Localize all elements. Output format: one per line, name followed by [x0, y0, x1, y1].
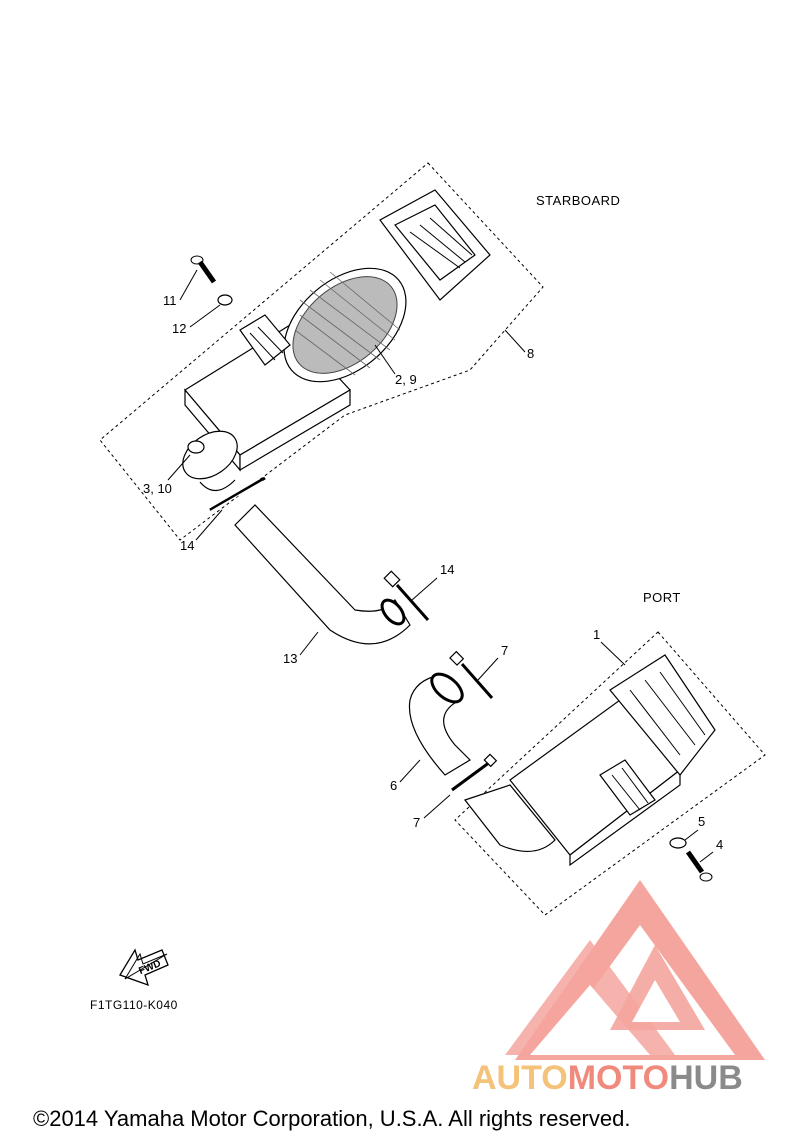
- port-inlet: [464, 784, 556, 852]
- rod-7-lower: [451, 753, 498, 792]
- watermark-hub: HUB: [669, 1059, 743, 1097]
- leader-4: [699, 851, 714, 863]
- fwd-arrow-icon: [119, 948, 169, 987]
- leader-14-lower: [411, 577, 438, 601]
- callout-7-upper: 7: [501, 643, 508, 658]
- callout-14-lower: 14: [440, 562, 454, 577]
- callout-14-upper: 14: [180, 538, 194, 553]
- callout-6: 6: [390, 778, 397, 793]
- leader-8: [504, 329, 526, 353]
- copyright-text: ©2014 Yamaha Motor Corporation, U.S.A. A…: [33, 1106, 630, 1131]
- callout-2-9: 2, 9: [395, 372, 417, 387]
- port-bracket: [599, 759, 656, 816]
- callout-11: 11: [163, 293, 177, 308]
- washer-5: [669, 837, 687, 849]
- callout-5: 5: [698, 814, 705, 829]
- port-assembly-boundary: [454, 631, 766, 916]
- leader-7-upper: [477, 657, 499, 681]
- callout-3-10: 3, 10: [143, 481, 172, 496]
- watermark-logo: [505, 880, 765, 1060]
- duct-13: [234, 504, 411, 645]
- leader-13: [299, 631, 319, 656]
- leader-1: [600, 641, 626, 666]
- callout-1: 1: [593, 627, 600, 642]
- callout-13: 13: [283, 651, 297, 666]
- bolt-4: [685, 850, 713, 882]
- callout-7-lower: 7: [413, 815, 420, 830]
- leader-2-9: [374, 344, 396, 375]
- callout-12: 12: [172, 321, 186, 336]
- starboard-end-cap: [379, 189, 491, 301]
- leader-7-lower: [423, 794, 451, 819]
- watermark-auto: AUTO: [472, 1059, 568, 1097]
- starboard-assembly-boundary: [99, 162, 544, 541]
- rod-14-upper: [209, 476, 266, 512]
- watermark-moto: MOTO: [568, 1059, 669, 1097]
- callout-8: 8: [527, 346, 534, 361]
- bolt-11: [190, 255, 217, 284]
- leader-3-10: [167, 454, 191, 481]
- elbow-6: [408, 672, 471, 776]
- callout-4: 4: [716, 837, 723, 852]
- watermark-text: AUTOMOTOHUB: [472, 1059, 743, 1097]
- starboard-inlet: [182, 430, 238, 492]
- leader-5: [684, 829, 699, 841]
- label-starboard: STARBOARD: [536, 193, 620, 208]
- starboard-bracket: [239, 314, 291, 366]
- leader-11: [179, 269, 198, 301]
- leader-12: [189, 304, 221, 328]
- leader-6: [399, 759, 421, 783]
- diagram-code: F1TG110-K040: [90, 998, 178, 1012]
- port-end-cap: [609, 654, 716, 776]
- rod-14-lower: [383, 570, 430, 621]
- label-port: PORT: [643, 590, 681, 605]
- leader-14-upper: [195, 509, 223, 541]
- starboard-filter-element: [283, 267, 407, 383]
- washer-12: [217, 294, 233, 306]
- rod-7-upper: [449, 650, 494, 699]
